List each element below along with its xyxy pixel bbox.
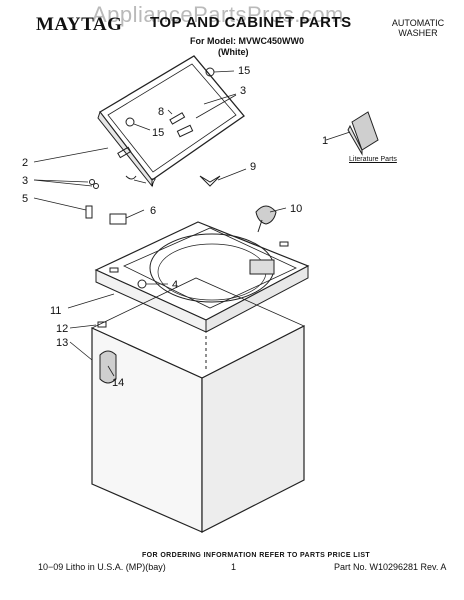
appliance-type-line1: AUTOMATIC	[391, 18, 445, 28]
callout-6: 6	[150, 205, 156, 217]
callout-5: 5	[22, 193, 28, 205]
part-3-left-a	[89, 179, 95, 185]
appliance-type-line2: WASHER	[398, 28, 438, 38]
callout-11: 11	[50, 305, 61, 317]
dispenser-cup-part	[255, 205, 277, 233]
cabinet-top-part	[94, 221, 310, 333]
lid-hinge-part	[117, 112, 186, 159]
part-8	[176, 124, 194, 138]
callout-9: 9	[250, 161, 256, 173]
cabinet-body-part	[91, 277, 305, 533]
part-12	[97, 321, 107, 328]
brand-logo: MAYTAG	[36, 14, 123, 35]
callout-15-lid: 15	[152, 127, 164, 139]
part-15-lid	[125, 117, 135, 127]
part-number: Part No. W10296281 Rev. A	[334, 562, 447, 572]
leader-lines	[33, 70, 351, 377]
part-4	[137, 279, 147, 289]
callout-3-left: 3	[22, 175, 28, 187]
callout-14: 14	[112, 377, 124, 389]
page-number: 1	[231, 562, 237, 572]
print-info: 10−09 Litho in U.S.A. (MP)(bay)	[38, 562, 166, 572]
part-3-left-b	[93, 183, 99, 189]
callout-8: 8	[158, 106, 164, 118]
watermark: AppliancePartsPros.com	[92, 2, 344, 27]
callout-7: 7	[150, 177, 156, 189]
callout-4: 4	[172, 279, 178, 291]
model-color: (White)	[218, 47, 249, 57]
callout-13: 13	[56, 337, 68, 349]
part-7	[125, 175, 137, 180]
ordering-note: FOR ORDERING INFORMATION REFER TO PARTS …	[142, 552, 371, 559]
page-title: TOP AND CABINET PARTS	[150, 14, 352, 31]
callout-3-right: 3	[240, 85, 246, 97]
callout-1: 1	[322, 135, 328, 147]
callout-10: 10	[290, 203, 302, 215]
model-number: For Model: MVWC450WW0	[190, 36, 304, 46]
part-9	[199, 175, 221, 187]
callout-2: 2	[22, 157, 28, 169]
part-6	[109, 213, 127, 225]
literature-parts-label: Literature Parts	[349, 156, 397, 163]
literature-booklet-part	[347, 111, 379, 156]
part-5	[85, 205, 93, 219]
callout-12: 12	[56, 323, 68, 335]
callout-15-top: 15	[238, 65, 250, 77]
